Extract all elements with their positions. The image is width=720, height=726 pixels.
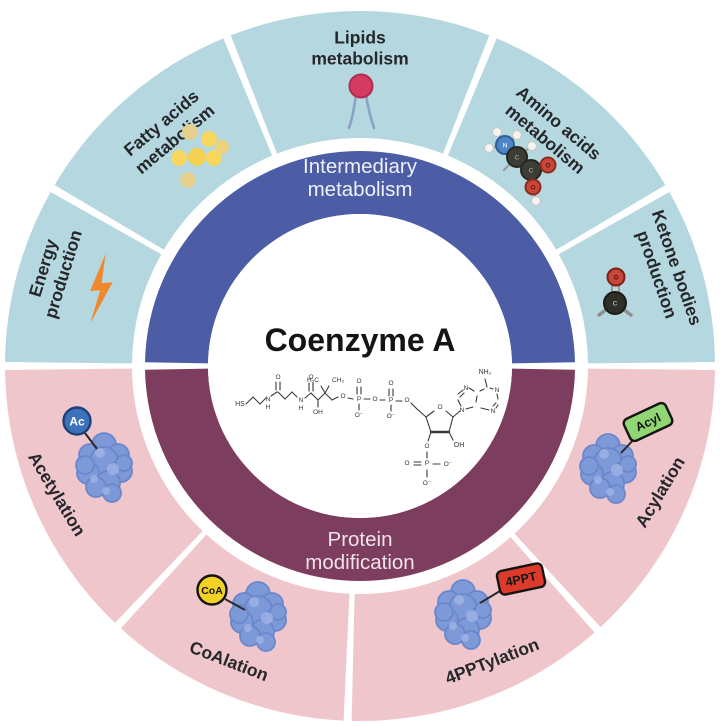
svg-text:C: C xyxy=(613,300,618,307)
svg-text:N: N xyxy=(266,396,271,403)
svg-text:OH: OH xyxy=(313,409,323,416)
protein-acyl-icon: Acyl xyxy=(579,401,674,504)
segment-energy-production xyxy=(5,191,162,364)
svg-text:O: O xyxy=(545,162,550,169)
svg-text:O⁻: O⁻ xyxy=(387,413,396,420)
svg-text:P: P xyxy=(389,397,393,404)
inner-ring-protein-modification xyxy=(145,368,575,581)
svg-text:NH₂: NH₂ xyxy=(479,369,492,376)
svg-text:H₃C: H₃C xyxy=(307,377,319,384)
protein-coa-icon: CoA xyxy=(196,574,287,652)
svg-text:P: P xyxy=(425,460,429,467)
segment-fatty-acids-metabolism xyxy=(54,38,273,250)
protein-4ppt-icon: 4PPT xyxy=(434,562,547,650)
center-title: Coenzyme A xyxy=(265,322,456,358)
svg-text:O: O xyxy=(308,374,313,381)
acylation-tag: Acyl xyxy=(622,401,674,443)
svg-text:O: O xyxy=(424,443,429,450)
svg-text:P: P xyxy=(357,396,361,403)
svg-text:HS: HS xyxy=(235,401,245,408)
svg-text:H: H xyxy=(299,405,304,412)
svg-text:O: O xyxy=(275,374,280,381)
svg-text:N: N xyxy=(299,397,304,404)
svg-text:O⁻: O⁻ xyxy=(444,461,453,468)
svg-text:N: N xyxy=(495,387,500,394)
svg-text:O: O xyxy=(613,274,618,281)
fatty-acid-droplets-icon xyxy=(171,124,229,188)
protein-acetyl-icon: Ac xyxy=(62,406,133,503)
svg-text:O: O xyxy=(340,393,345,400)
svg-text:N: N xyxy=(491,408,496,415)
segment-amino-acids-metabolism xyxy=(447,38,666,250)
svg-text:O: O xyxy=(372,396,377,403)
svg-text:H: H xyxy=(266,404,271,411)
ketone-molecule-icon: OC xyxy=(597,267,633,317)
coalation-tag-label: CoA xyxy=(201,585,223,597)
svg-text:N: N xyxy=(503,142,508,149)
center-circle xyxy=(208,214,512,518)
4pptylation-tag-label: 4PPT xyxy=(504,569,538,589)
svg-text:CH₃: CH₃ xyxy=(332,377,344,384)
lightning-bolt-icon xyxy=(90,253,113,324)
segment-ketone-bodies-production xyxy=(558,191,715,364)
svg-text:O: O xyxy=(404,460,409,467)
acetylation-tag: Ac xyxy=(62,406,92,436)
svg-text:O: O xyxy=(388,380,393,387)
acetylation-tag-label: Ac xyxy=(69,414,85,428)
svg-text:O: O xyxy=(437,404,442,411)
svg-text:C: C xyxy=(529,167,534,174)
coalation-tag: CoA xyxy=(196,574,228,606)
svg-text:O⁻: O⁻ xyxy=(423,480,432,487)
4pptylation-tag: 4PPT xyxy=(495,562,547,596)
svg-text:N: N xyxy=(460,407,465,414)
svg-text:O⁻: O⁻ xyxy=(355,412,364,419)
svg-text:OH: OH xyxy=(454,442,465,449)
svg-text:C: C xyxy=(515,154,520,161)
svg-text:O: O xyxy=(404,397,409,404)
phospholipid-icon xyxy=(347,73,376,130)
svg-text:O: O xyxy=(530,184,535,191)
svg-text:O: O xyxy=(356,378,361,385)
svg-text:N: N xyxy=(464,385,469,392)
inner-ring-intermediary-metabolism xyxy=(145,151,575,364)
